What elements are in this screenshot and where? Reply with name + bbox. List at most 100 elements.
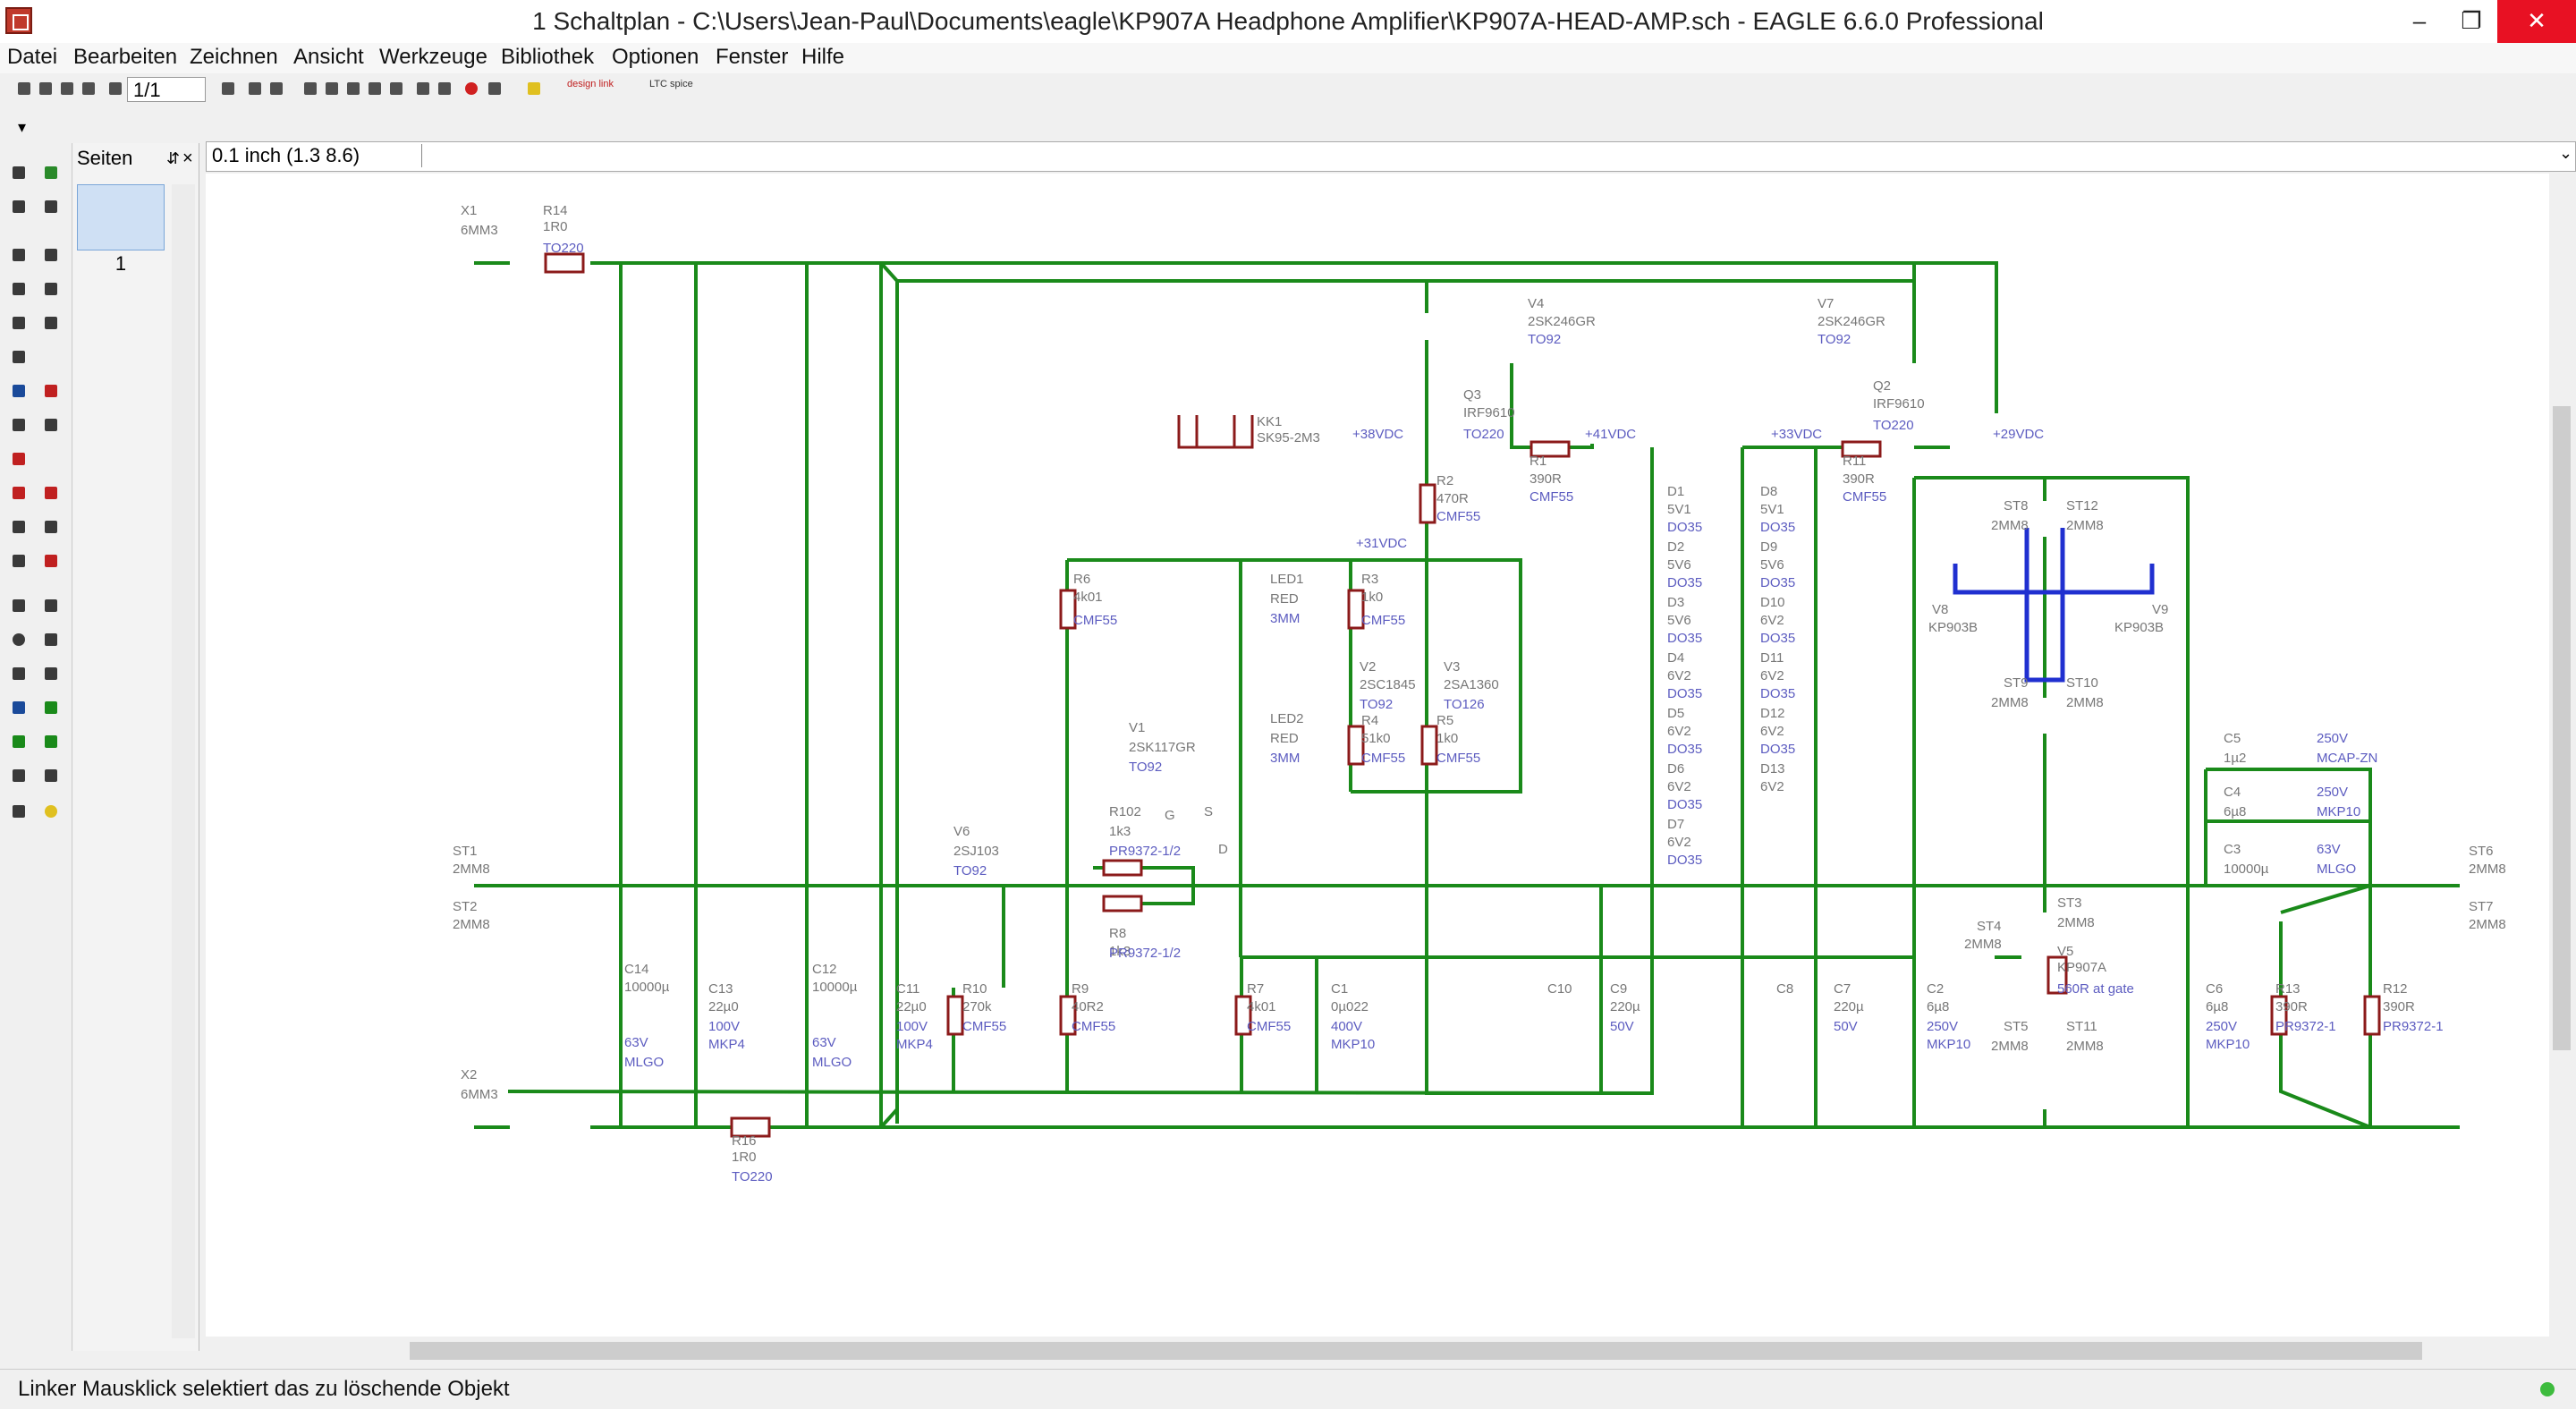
horizontal-scrollbar[interactable] xyxy=(206,1337,2549,1365)
schematic-label: ST8 xyxy=(2004,498,2029,514)
rotate-icon[interactable] xyxy=(45,283,57,295)
schematic-label: CMF55 xyxy=(1073,613,1117,628)
errors-icon[interactable] xyxy=(45,805,57,818)
pin-icon[interactable]: ⇵ xyxy=(166,149,181,167)
rect-icon[interactable] xyxy=(13,667,25,680)
schematic-label: +29VDC xyxy=(1993,427,2044,442)
label-icon[interactable] xyxy=(45,735,57,748)
schematic-label: R11 xyxy=(1843,454,1866,469)
script-icon[interactable] xyxy=(249,82,261,95)
redo-icon[interactable] xyxy=(438,82,451,95)
gateswap-icon[interactable] xyxy=(13,453,25,465)
schematic-label: Q2 xyxy=(1873,378,1891,394)
erc-icon[interactable] xyxy=(13,805,25,818)
command-line-input[interactable] xyxy=(421,144,2551,167)
close-panel-icon[interactable]: × xyxy=(182,149,193,168)
change-icon[interactable] xyxy=(45,317,57,329)
schematic-label: CMF55 xyxy=(962,1019,1006,1034)
ltc-spice-icon[interactable]: LTC spice xyxy=(649,79,693,89)
print-icon[interactable] xyxy=(61,82,73,95)
text-icon[interactable] xyxy=(45,599,57,612)
vertical-scrollbar[interactable] xyxy=(2549,174,2574,1337)
move-icon[interactable] xyxy=(13,249,25,261)
schematic-label: 10000µ xyxy=(812,980,858,995)
schematic-label: X1 xyxy=(461,203,477,218)
polygon-icon[interactable] xyxy=(45,667,57,680)
close-button[interactable]: ✕ xyxy=(2497,0,2576,43)
cam-icon[interactable] xyxy=(82,82,95,95)
redraw-icon[interactable] xyxy=(369,82,381,95)
design-link-icon[interactable]: design link xyxy=(567,79,614,89)
run-ulp-icon[interactable] xyxy=(270,82,283,95)
pages-scrollbar[interactable] xyxy=(172,184,195,1338)
horizontal-scroll-thumb[interactable] xyxy=(410,1342,2422,1360)
pinswap-icon[interactable] xyxy=(13,419,25,431)
schematic-label: V6 xyxy=(953,824,970,839)
eagle-app-icon[interactable] xyxy=(5,7,32,34)
schematic-label: MKP10 xyxy=(1927,1037,1970,1052)
circle-icon[interactable] xyxy=(13,633,25,646)
schematic-label: V4 xyxy=(1528,296,1544,311)
undo-icon[interactable] xyxy=(417,82,429,95)
wire-icon[interactable] xyxy=(13,599,25,612)
use-library-icon[interactable] xyxy=(222,82,234,95)
menu-bibliothek[interactable]: Bibliothek xyxy=(501,45,595,69)
board-icon[interactable] xyxy=(109,82,122,95)
menu-fenster[interactable]: Fenster xyxy=(716,45,789,69)
value-icon[interactable] xyxy=(45,487,57,499)
open-icon[interactable] xyxy=(18,82,30,95)
attribute-icon[interactable] xyxy=(13,769,25,782)
copy-icon[interactable] xyxy=(45,249,57,261)
schematic-drawing[interactable]: X16MM3R141R0TO220X26MM3R161R0TO220KK1SK9… xyxy=(206,174,2549,1337)
replace-icon[interactable] xyxy=(45,419,57,431)
mark-icon[interactable] xyxy=(45,200,57,213)
junction-icon[interactable] xyxy=(13,735,25,748)
show-icon[interactable] xyxy=(45,166,57,179)
chevron-down-icon[interactable]: ⌄ xyxy=(2559,144,2573,162)
zoom-out-icon[interactable] xyxy=(347,82,360,95)
mirror-icon[interactable] xyxy=(13,283,25,295)
minimize-button[interactable]: – xyxy=(2412,7,2427,34)
schematic-label: C4 xyxy=(2224,785,2241,800)
schematic-label: 2SK246GR xyxy=(1818,314,1885,329)
info-icon[interactable] xyxy=(13,166,25,179)
menu-optionen[interactable]: Optionen xyxy=(612,45,699,69)
group-icon[interactable] xyxy=(13,317,25,329)
page-thumbnail[interactable] xyxy=(77,184,165,250)
name-icon[interactable] xyxy=(13,487,25,499)
zoom-select[interactable]: 1/1 xyxy=(127,77,206,102)
menu-zeichnen[interactable]: Zeichnen xyxy=(190,45,278,69)
vertical-scroll-thumb[interactable] xyxy=(2553,406,2571,1050)
display-icon[interactable] xyxy=(13,200,25,213)
add-icon[interactable] xyxy=(45,385,57,397)
schematic-label: 6MM3 xyxy=(461,223,498,238)
net-icon[interactable] xyxy=(45,701,57,714)
delete-icon[interactable] xyxy=(13,385,25,397)
restore-button[interactable]: ❐ xyxy=(2461,7,2482,34)
component-symbols xyxy=(544,252,2381,1138)
chevron-down-icon[interactable]: ▾ xyxy=(18,118,27,136)
split-icon[interactable] xyxy=(13,555,25,567)
zoom-select-icon[interactable] xyxy=(390,82,402,95)
bus-icon[interactable] xyxy=(13,701,25,714)
paste-icon[interactable] xyxy=(13,351,25,363)
schematic-label: D10 xyxy=(1760,595,1785,610)
smash-icon[interactable] xyxy=(13,521,25,533)
dimension-icon[interactable] xyxy=(45,769,57,782)
stop-icon[interactable] xyxy=(465,82,478,95)
menu-werkzeuge[interactable]: Werkzeuge xyxy=(379,45,487,69)
zoom-in-icon[interactable] xyxy=(326,82,338,95)
menu-datei[interactable]: Datei xyxy=(7,45,58,69)
save-icon[interactable] xyxy=(39,82,52,95)
menu-ansicht[interactable]: Ansicht xyxy=(293,45,364,69)
help-icon[interactable] xyxy=(528,82,540,95)
miter-icon[interactable] xyxy=(45,521,57,533)
menu-bearbeiten[interactable]: Bearbeiten xyxy=(73,45,178,69)
menu-hilfe[interactable]: Hilfe xyxy=(801,45,845,69)
go-icon[interactable] xyxy=(488,82,501,95)
schematic-label: TO220 xyxy=(1873,418,1914,433)
zoom-fit-icon[interactable] xyxy=(304,82,317,95)
invoke-icon[interactable] xyxy=(45,555,57,567)
arc-icon[interactable] xyxy=(45,633,57,646)
